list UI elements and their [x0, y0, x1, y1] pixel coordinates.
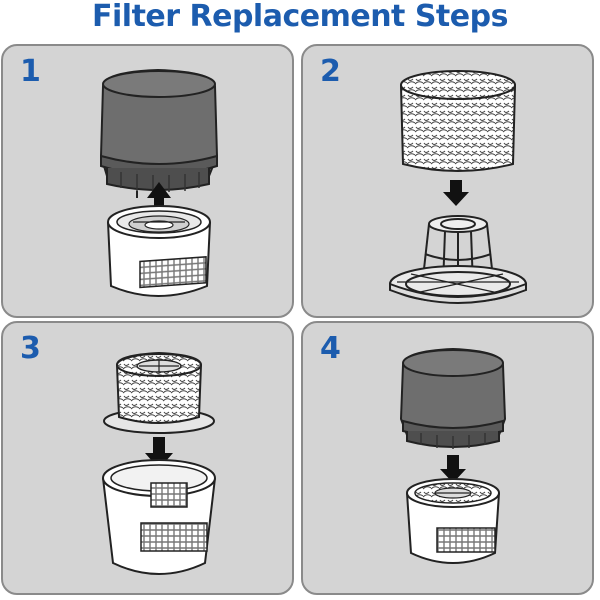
- arrow-down-icon: [440, 455, 466, 483]
- step-2-illustration: [389, 70, 527, 304]
- step-2-panel: 2: [301, 44, 594, 318]
- foam-filter: [399, 70, 517, 172]
- step-3-illustration: [102, 351, 216, 575]
- cartridge: [399, 347, 507, 449]
- filter-assembly: [103, 351, 215, 434]
- step-4-illustration: [399, 347, 507, 564]
- cartridge: [99, 68, 219, 198]
- arrow-up-icon: [147, 182, 171, 214]
- filter-base: [102, 459, 216, 575]
- step-3-panel: 3: [1, 321, 294, 595]
- step-number: 3: [20, 331, 41, 366]
- step-1-illustration: [99, 68, 219, 297]
- step-number: 4: [320, 331, 341, 366]
- page-title: Filter Replacement Steps: [92, 0, 508, 34]
- step-1-panel: 1: [1, 44, 294, 318]
- filter-cage: [389, 215, 527, 304]
- arrow-down-icon: [443, 180, 469, 206]
- step-number: 1: [20, 54, 41, 89]
- step-4-panel: 4: [301, 321, 594, 595]
- filter-base: [406, 478, 500, 564]
- filter-base: [107, 205, 211, 297]
- step-number: 2: [320, 54, 341, 89]
